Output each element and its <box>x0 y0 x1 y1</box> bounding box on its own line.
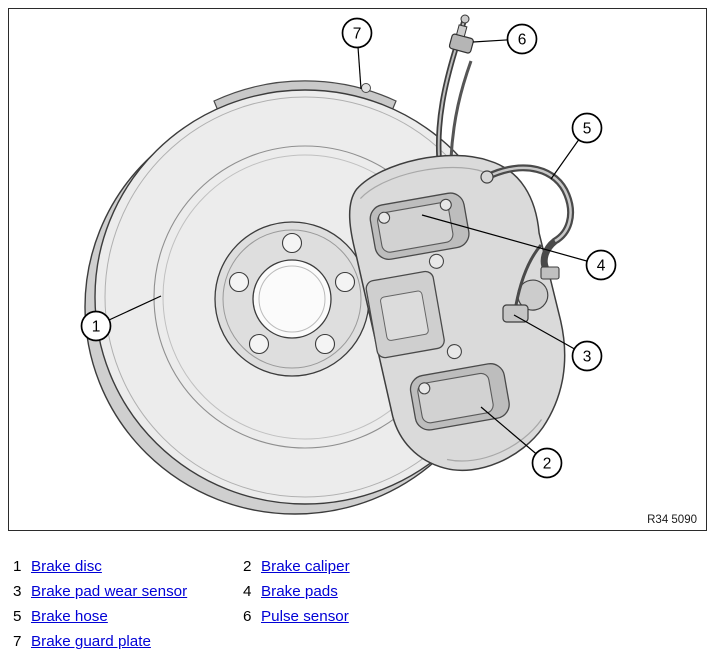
brake-pad-lower <box>409 363 510 431</box>
pad-pin <box>439 198 452 211</box>
caliper-bolt <box>446 344 462 360</box>
figure-reference-number: R34 5090 <box>647 514 697 526</box>
bolt-hole <box>334 271 356 293</box>
disc-hub <box>214 221 370 377</box>
callout-5: 5 <box>571 112 603 144</box>
legend-number-2: 2 <box>243 558 252 575</box>
callout-1-number: 1 <box>92 318 101 335</box>
pulse-sensor-cable <box>435 14 474 160</box>
callout-4: 4 <box>585 249 617 281</box>
legend-link-brake-hose[interactable]: Brake hose <box>31 608 108 625</box>
pulse-sensor-connector <box>448 24 474 54</box>
callout-2: 2 <box>531 447 563 479</box>
legend-link-brake-caliper[interactable]: Brake caliper <box>261 558 350 575</box>
brake-hose <box>480 164 574 280</box>
figure-frame: 1 2 3 4 5 6 7 R34 5090 <box>8 8 707 531</box>
callout-4-number: 4 <box>597 257 606 274</box>
legend-number-5: 5 <box>13 608 22 625</box>
callout-7-number: 7 <box>353 25 362 42</box>
bolt-hole <box>281 232 303 254</box>
brake-pad-upper <box>369 192 470 260</box>
brake-pad-wear-sensor <box>502 244 543 323</box>
legend: 1 Brake disc 2 Brake caliper 3 Brake pad… <box>13 557 481 651</box>
legend-number-3: 3 <box>13 583 22 600</box>
legend-number-4: 4 <box>243 583 252 600</box>
callout-5-number: 5 <box>583 120 592 137</box>
legend-number-6: 6 <box>243 608 252 625</box>
callout-6: 6 <box>506 23 538 55</box>
callout-3-number: 3 <box>583 348 592 365</box>
pad-pin <box>418 382 431 395</box>
legend-link-brake-disc[interactable]: Brake disc <box>31 558 102 575</box>
brake-assembly-illustration: 1 2 3 4 5 6 7 R34 5090 <box>80 14 697 526</box>
caliper-spring-plate <box>365 270 445 359</box>
brake-caliper <box>348 154 566 472</box>
legend-number-7: 7 <box>13 633 22 650</box>
legend-link-brake-guard-plate[interactable]: Brake guard plate <box>31 633 151 650</box>
callout-6-number: 6 <box>518 31 527 48</box>
callout-3: 3 <box>571 340 603 372</box>
callout-2-number: 2 <box>543 455 552 472</box>
caliper-bolt <box>428 253 445 269</box>
bolt-hole <box>248 333 270 355</box>
legend-link-brake-pads[interactable]: Brake pads <box>261 583 338 600</box>
legend-number-1: 1 <box>13 558 22 575</box>
legend-link-pulse-sensor[interactable]: Pulse sensor <box>261 608 349 625</box>
legend-empty-cell <box>243 632 261 651</box>
callout-7: 7 <box>341 17 373 49</box>
bolt-hole <box>314 333 336 355</box>
callout-1: 1 <box>80 310 112 342</box>
pad-pin <box>378 211 391 224</box>
legend-link-brake-pad-wear-sensor[interactable]: Brake pad wear sensor <box>31 583 188 600</box>
legend-empty-cell <box>261 632 481 651</box>
bolt-hole <box>228 271 250 293</box>
